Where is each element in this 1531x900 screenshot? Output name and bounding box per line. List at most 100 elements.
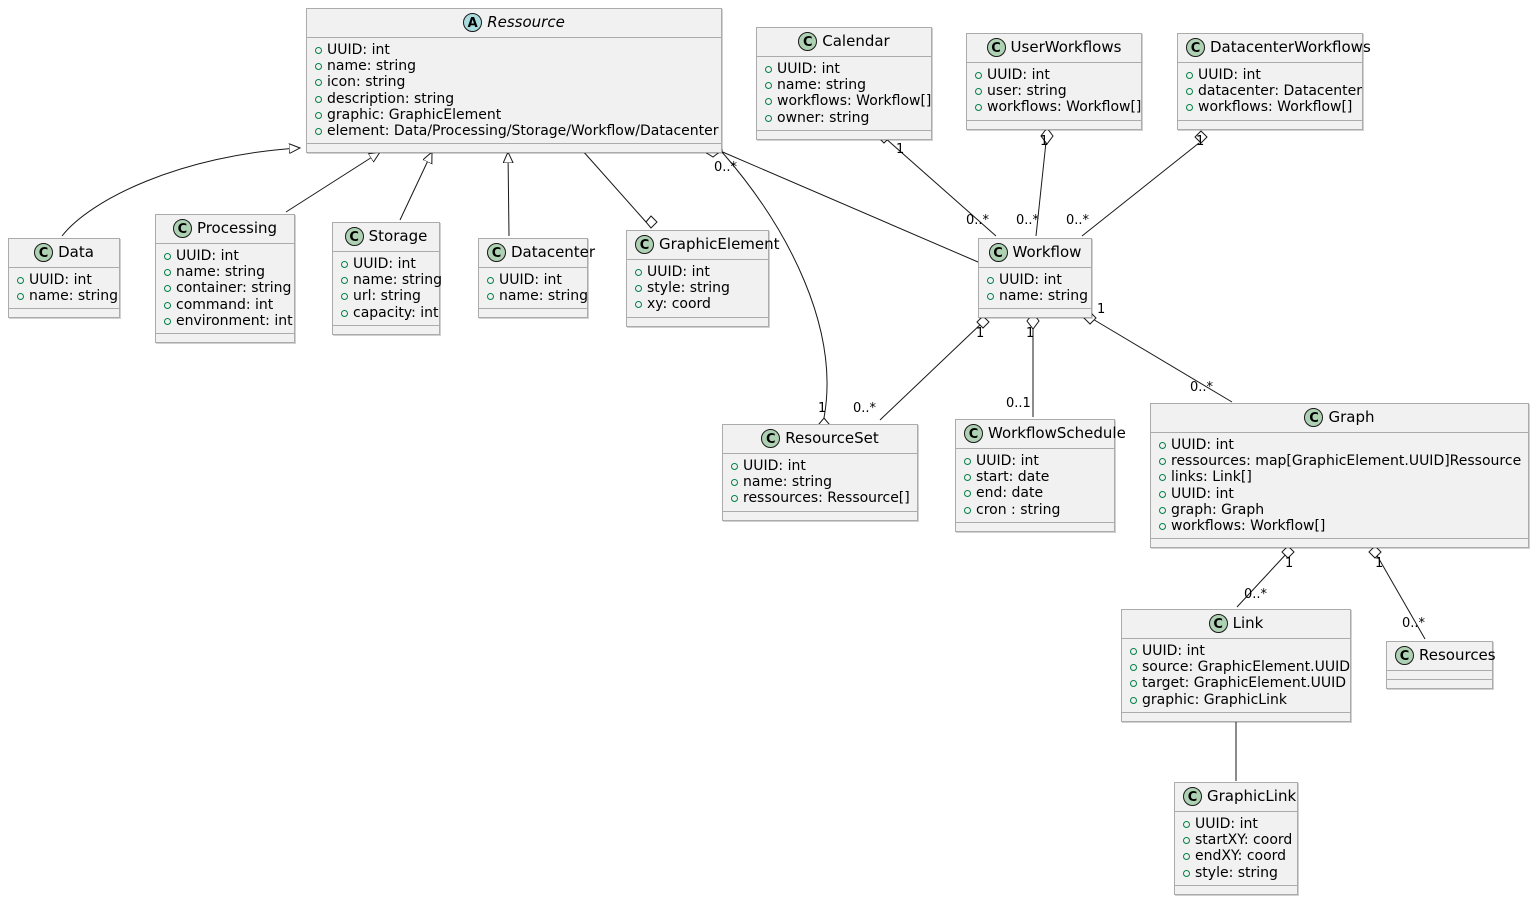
class-title-data: Data xyxy=(58,243,94,261)
class-title-resources: Resources xyxy=(1419,646,1496,664)
attribute-text: UUID: int xyxy=(987,67,1050,83)
public-visibility-icon xyxy=(1159,442,1166,449)
multiplicity-label: 1 xyxy=(976,326,985,341)
attribute: end: date xyxy=(964,485,1108,501)
attribute-text: UUID: int xyxy=(999,272,1062,288)
attribute: UUID: int xyxy=(164,248,288,264)
public-visibility-icon xyxy=(1130,696,1137,704)
attribute-text: UUID: int xyxy=(647,264,710,280)
public-visibility-icon xyxy=(964,474,971,482)
attribute: name: string xyxy=(341,272,442,288)
attribute: xy: coord xyxy=(635,296,762,312)
edge-workflow-resourceset xyxy=(879,321,984,421)
class-icon: C xyxy=(487,243,506,262)
attribute-text: end: date xyxy=(976,485,1044,502)
public-visibility-icon xyxy=(164,301,171,309)
attribute-text: UUID: int xyxy=(976,453,1039,469)
public-visibility-icon xyxy=(164,317,171,325)
attribute: name: string xyxy=(315,58,715,74)
attribute: UUID: int xyxy=(765,61,925,77)
attribute: element: Data/Processing/Storage/Workflo… xyxy=(315,123,718,139)
class-title-resourceset: ResourceSet xyxy=(785,429,879,447)
attribute: UUID: int xyxy=(987,272,1085,288)
class-methods-data xyxy=(9,309,119,318)
attribute: user: string xyxy=(975,83,1135,99)
class-title-graph: Graph xyxy=(1328,408,1375,426)
attribute-text: container: string xyxy=(176,280,292,297)
class-title-calendar: Calendar xyxy=(822,32,890,50)
attribute-text: name: string xyxy=(999,288,1089,305)
public-visibility-icon xyxy=(1159,523,1166,531)
class-methods-calendar xyxy=(757,130,931,139)
public-visibility-icon xyxy=(341,277,348,285)
public-visibility-icon xyxy=(315,63,322,71)
attribute: UUID: int xyxy=(1183,816,1291,832)
class-methods-resources xyxy=(1387,680,1492,688)
abstract-class-icon: A xyxy=(463,13,483,32)
attribute: UUID: int xyxy=(731,458,911,474)
attribute-text: UUID: int xyxy=(1171,437,1234,453)
attribute-text: icon: string xyxy=(327,74,406,91)
public-visibility-icon xyxy=(987,277,994,284)
attribute: source: GraphicElement.UUID xyxy=(1130,659,1350,675)
attribute-text: source: GraphicElement.UUID xyxy=(1142,659,1351,676)
attribute: environment: int xyxy=(164,313,293,329)
multiplicity-label: 1 xyxy=(1196,134,1205,149)
multiplicity-label: 1 xyxy=(1026,326,1035,341)
class-icon: C xyxy=(988,243,1008,262)
attribute-text: ressources: Ressource[] xyxy=(743,490,910,507)
attribute: startXY: coord xyxy=(1183,832,1292,848)
class-title-graphiclink: GraphicLink xyxy=(1207,787,1297,805)
public-visibility-icon xyxy=(964,458,971,465)
attribute: style: string xyxy=(1183,865,1291,881)
public-visibility-icon xyxy=(17,277,24,284)
public-visibility-icon xyxy=(315,79,322,87)
attribute: url: string xyxy=(341,288,433,304)
public-visibility-icon xyxy=(1183,821,1190,828)
public-visibility-icon xyxy=(164,285,171,293)
class-icon: C xyxy=(986,38,1006,57)
public-visibility-icon xyxy=(1186,72,1193,79)
public-visibility-icon xyxy=(315,128,322,136)
class-methods-userworkflows xyxy=(967,120,1141,129)
attribute-text: UUID: int xyxy=(29,272,92,288)
public-visibility-icon xyxy=(341,293,348,301)
attribute: capacity: int xyxy=(341,305,439,321)
attribute-text: workflows: Workflow[] xyxy=(1198,99,1353,116)
attribute: name: string xyxy=(17,288,118,304)
attribute: UUID: int xyxy=(964,453,1108,469)
class-icon: C xyxy=(1186,38,1205,57)
attribute: UUID: int xyxy=(1130,643,1344,659)
attribute-text: UUID: int xyxy=(176,248,239,264)
attribute-text: UUID: int xyxy=(499,272,562,288)
attribute-text: command: int xyxy=(176,296,274,313)
attribute: name: string xyxy=(987,288,1089,305)
public-visibility-icon xyxy=(17,293,24,301)
